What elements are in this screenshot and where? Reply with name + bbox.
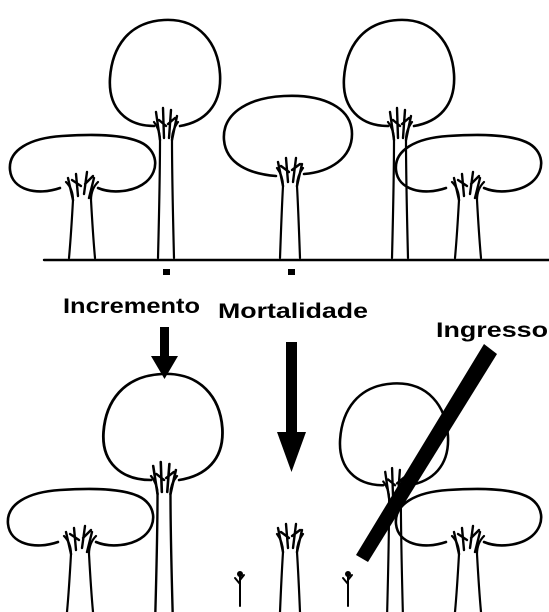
tree-wide-right-top — [396, 135, 541, 258]
sapling-left — [235, 571, 244, 606]
mortality-marker — [288, 269, 295, 275]
sapling-right — [343, 571, 352, 606]
increment-label: Incremento — [63, 295, 200, 318]
top-forest — [10, 20, 549, 260]
increment-arrow — [151, 327, 178, 379]
tree-dead-bottom — [277, 524, 303, 612]
tree-wide-left-top — [10, 135, 155, 258]
mortality-label: Mortalidade — [218, 300, 368, 323]
tree-wide-right-bottom — [396, 489, 541, 612]
tree-tall-left-bottom — [103, 374, 222, 612]
ingrowth-arrow — [356, 344, 497, 562]
increment-marker — [163, 269, 170, 275]
tree-mid-top — [224, 96, 352, 258]
tree-wide-left-bottom — [8, 489, 153, 612]
ingrowth-label: Ingresso — [436, 319, 548, 342]
tree-tall-right-top — [344, 20, 454, 258]
mortality-arrow — [277, 342, 306, 472]
